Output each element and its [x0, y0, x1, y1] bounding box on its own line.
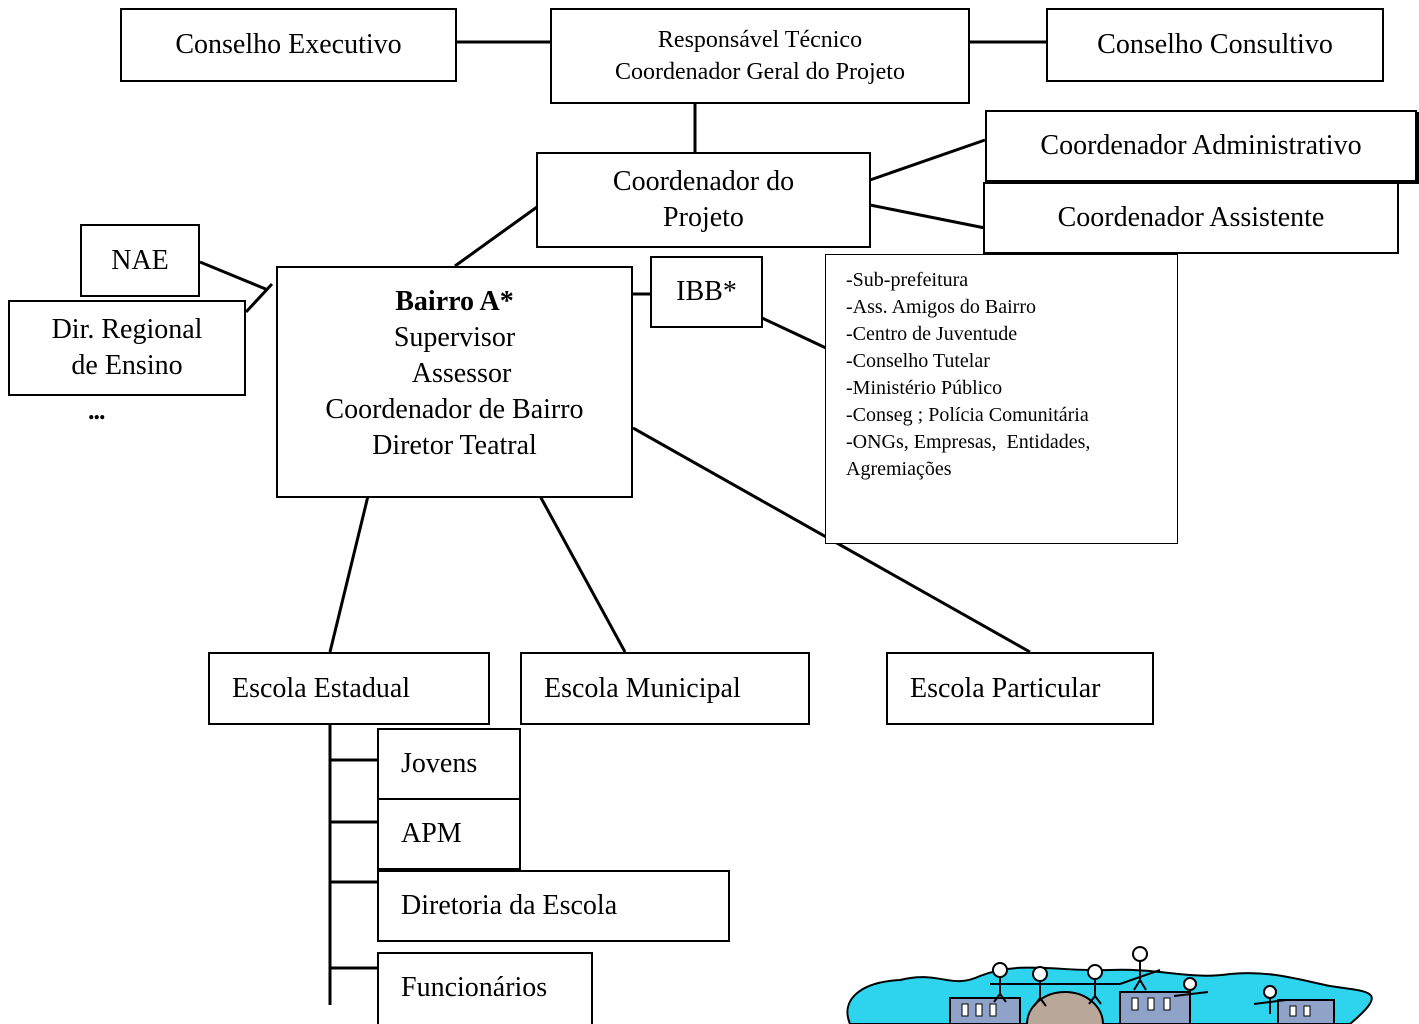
partner-item: -ONGs, Empresas, Entidades, [846, 431, 1091, 453]
partner-item: -Conseg ; Polícia Comunitária [846, 404, 1089, 426]
nae-box: NAE [80, 224, 200, 297]
escola-municipal-label: Escola Municipal [544, 672, 741, 704]
bairro-box: Bairro A* Supervisor Assessor Coordenado… [276, 266, 633, 498]
connector-ibb-partners [761, 316, 827, 350]
funcionarios-box: Funcionários [377, 952, 593, 1024]
bairro-role-coordenador: Coordenador de Bairro [325, 394, 584, 425]
escola-estadual-label: Escola Estadual [232, 672, 411, 704]
partner-item: -Ass. Amigos do Bairro [846, 296, 1036, 318]
coordenador-administrativo-box: Coordenador Administrativo [985, 110, 1417, 182]
responsavel-tecnico-box: Responsável Técnico Coordenador Geral do… [550, 8, 970, 104]
ellipsis-text: ... [88, 396, 105, 425]
connector-bairro-municipal [538, 495, 627, 653]
coordenador-administrativo-label: Coordenador Administrativo [1040, 130, 1362, 161]
connector-nae [199, 260, 269, 292]
dir-regional-label-1: Dir. Regional [51, 314, 203, 345]
coordenador-assistente-label: Coordenador Assistente [1057, 202, 1325, 233]
partner-item: -Conselho Tutelar [846, 350, 990, 372]
partner-item: -Centro de Juventude [846, 323, 1018, 345]
diretoria-label: Diretoria da Escola [401, 890, 618, 921]
partner-item: Agremiações [846, 458, 952, 480]
partners-list-box: -Sub-prefeitura -Ass. Amigos do Bairro -… [825, 254, 1178, 544]
bairro-role-assessor: Assessor [411, 358, 512, 389]
bairro-title: Bairro A* [395, 286, 514, 317]
dir-regional-box: Dir. Regional de Ensino [8, 300, 246, 396]
ibb-box: IBB* [650, 256, 763, 328]
partner-item: -Ministério Público [846, 377, 1003, 399]
responsavel-tecnico-label: Responsável Técnico [657, 27, 863, 53]
ibb-label: IBB* [676, 276, 737, 307]
escola-particular-label: Escola Particular [910, 672, 1101, 704]
conselho-executivo-label: Conselho Executivo [175, 29, 402, 60]
apm-label: APM [401, 818, 462, 849]
conselho-consultivo-label: Conselho Consultivo [1097, 29, 1333, 60]
coordenador-projeto-box: Coordenador do Projeto [536, 152, 871, 248]
dir-regional-label-2: de Ensino [71, 350, 183, 381]
escola-particular-box: Escola Particular [886, 652, 1154, 725]
coordenador-geral-label: Coordenador Geral do Projeto [615, 59, 905, 85]
bairro-role-diretor: Diretor Teatral [372, 430, 537, 461]
apm-box: APM [377, 798, 521, 870]
funcionarios-label: Funcionários [401, 972, 548, 1003]
connector-coord-bairro [454, 205, 538, 268]
connector-dir-regional [244, 282, 274, 314]
conselho-executivo-box: Conselho Executivo [120, 8, 457, 82]
children-buildings-clipart [846, 946, 1373, 1024]
connector-bairro-estadual [328, 495, 370, 653]
partner-item: -Sub-prefeitura [846, 269, 969, 291]
nae-label: NAE [111, 244, 169, 276]
escola-estadual-box: Escola Estadual [208, 652, 490, 725]
diretoria-box: Diretoria da Escola [377, 870, 730, 942]
coordenador-projeto-label-1: Coordenador do [612, 166, 795, 197]
coordenador-projeto-label-2: Projeto [663, 202, 744, 233]
jovens-label: Jovens [401, 748, 478, 779]
jovens-box: Jovens [377, 728, 521, 800]
escola-municipal-box: Escola Municipal [520, 652, 810, 725]
conselho-consultivo-box: Conselho Consultivo [1046, 8, 1384, 82]
coordenador-assistente-box: Coordenador Assistente [983, 182, 1399, 254]
bairro-role-supervisor: Supervisor [393, 322, 516, 353]
connector-coord-admin [869, 138, 986, 182]
connector-coord-assist [869, 203, 986, 230]
